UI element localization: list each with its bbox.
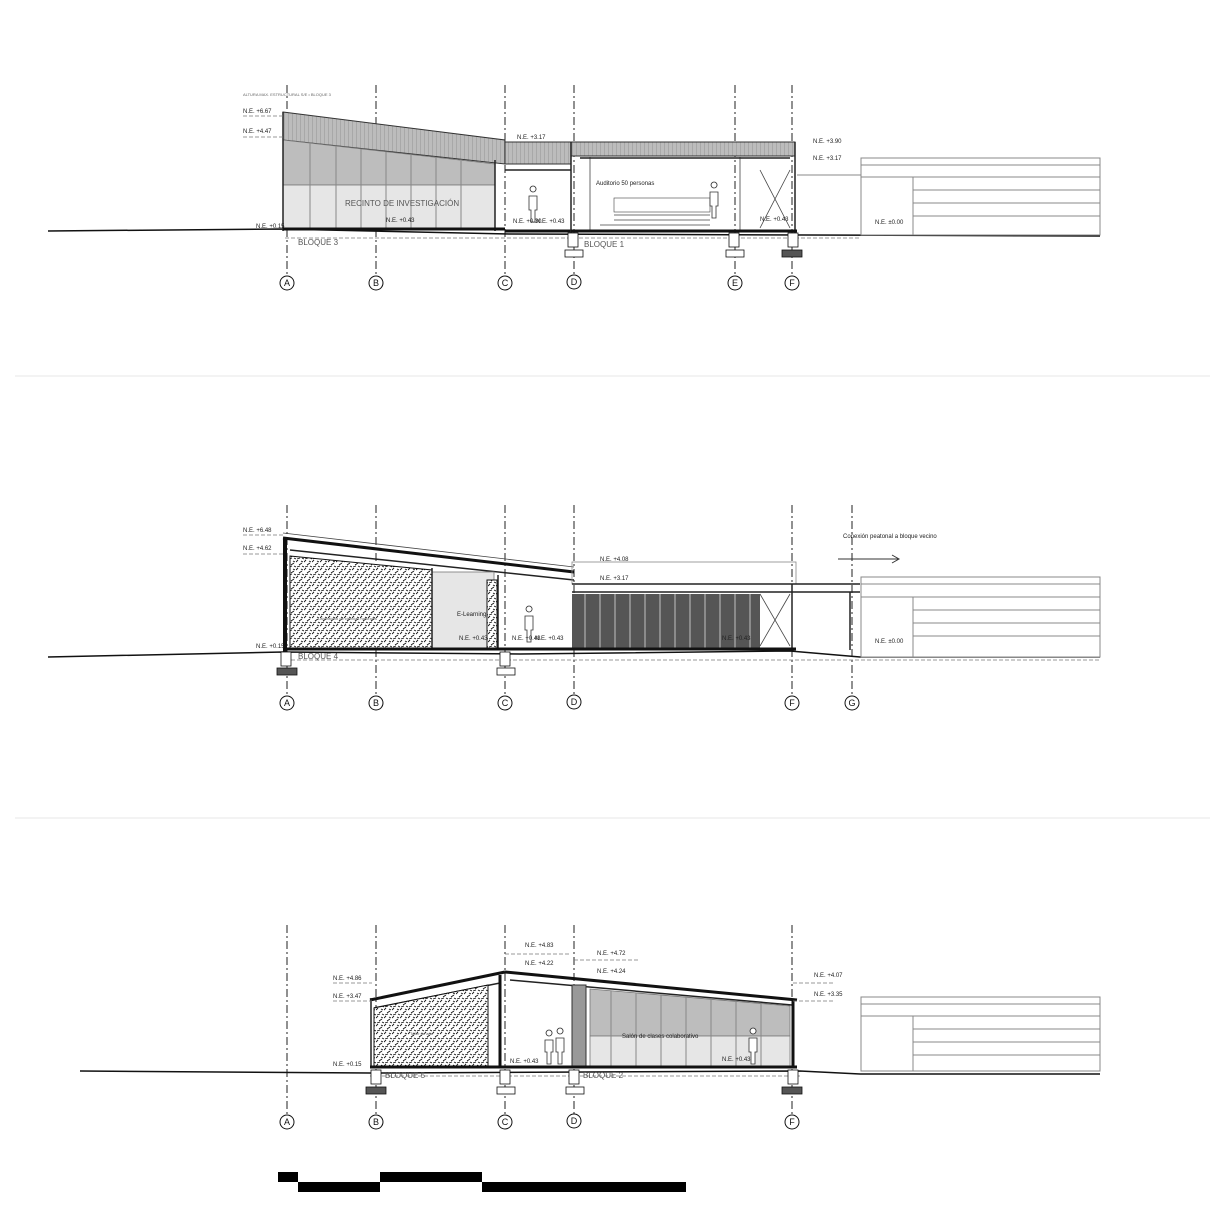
svg-text:N.E. +4.24: N.E. +4.24 bbox=[597, 969, 626, 975]
ground-line bbox=[47, 228, 1101, 237]
svg-text:ALTURA MAX. ESTRUCTURAL S/E •: ALTURA MAX. ESTRUCTURAL S/E • BLOQUE 3 bbox=[243, 92, 332, 97]
svg-text:BLOQUE 5: BLOQUE 5 bbox=[385, 1071, 426, 1080]
svg-text:Taller de arte: Taller de arte bbox=[410, 1031, 434, 1036]
svg-text:N.E. +3.17: N.E. +3.17 bbox=[600, 576, 629, 582]
level-marks: N.E. +6.48 N.E. +4.62 N.E. +0.15 N.E. +0… bbox=[243, 528, 904, 650]
svg-text:N.E. +4.72: N.E. +4.72 bbox=[597, 951, 626, 957]
svg-text:N.E. +4.83: N.E. +4.83 bbox=[525, 943, 554, 949]
svg-text:N.E. +0.43: N.E. +0.43 bbox=[722, 636, 751, 642]
svg-text:N.E. +0.30: N.E. +0.30 bbox=[513, 219, 542, 225]
svg-text:A: A bbox=[284, 278, 290, 288]
svg-text:N.E. +0.43: N.E. +0.43 bbox=[535, 636, 564, 642]
section-2: Laboratorio de ciencias naturales E-Lear… bbox=[47, 505, 1101, 711]
svg-text:B: B bbox=[373, 698, 379, 708]
stone-wall bbox=[289, 555, 433, 649]
person-figure bbox=[709, 181, 719, 219]
svg-text:Conexión peatonal a bloque vec: Conexión peatonal a bloque vecino bbox=[843, 534, 937, 540]
svg-text:B: B bbox=[373, 278, 379, 288]
svg-text:N.E. ±0.00: N.E. ±0.00 bbox=[875, 220, 904, 226]
level-marks: N.E. +4.86 N.E. +3.47 N.E. +0.15 N.E. +0… bbox=[333, 943, 843, 1068]
svg-text:N.E. +4.22: N.E. +4.22 bbox=[525, 961, 554, 967]
svg-text:N.E. +4.86: N.E. +4.86 bbox=[333, 976, 362, 982]
svg-text:BLOQUE 4: BLOQUE 4 bbox=[298, 652, 339, 661]
person-figure bbox=[528, 185, 538, 223]
svg-text:N.E. +3.17: N.E. +3.17 bbox=[813, 156, 842, 162]
svg-text:N.E. +3.90: N.E. +3.90 bbox=[813, 139, 842, 145]
svg-text:N.E. ±0.00: N.E. ±0.00 bbox=[875, 639, 904, 645]
svg-text:Laboratorio de ciencias natura: Laboratorio de ciencias naturales bbox=[318, 616, 377, 621]
connector-roof bbox=[504, 141, 572, 165]
section-3: BLOQUE 5 Taller de arte Salón de clases … bbox=[79, 925, 1101, 1130]
svg-text:B: B bbox=[373, 1117, 379, 1127]
svg-text:C: C bbox=[502, 698, 509, 708]
svg-text:N.E. +6.67: N.E. +6.67 bbox=[243, 109, 272, 115]
axis-bubbles: A B C D F bbox=[279, 1113, 800, 1130]
svg-text:G: G bbox=[848, 698, 855, 708]
svg-text:BLOQUE 2: BLOQUE 2 bbox=[583, 1071, 624, 1080]
svg-text:N.E. +0.43: N.E. +0.43 bbox=[760, 217, 789, 223]
arrow-right-icon bbox=[838, 554, 901, 564]
svg-text:E-Learning: E-Learning bbox=[457, 612, 486, 618]
block-label: BLOQUE 1 bbox=[584, 240, 625, 249]
svg-text:Salón de clases colaborativo: Salón de clases colaborativo bbox=[622, 1034, 699, 1040]
svg-text:N.E. +0.15: N.E. +0.15 bbox=[256, 644, 285, 650]
auditorium-seats bbox=[600, 197, 711, 226]
svg-text:F: F bbox=[789, 1117, 795, 1127]
svg-text:N.E. +3.17: N.E. +3.17 bbox=[517, 135, 546, 141]
svg-text:E: E bbox=[732, 278, 738, 288]
svg-text:N.E. +4.62: N.E. +4.62 bbox=[243, 546, 272, 552]
svg-text:C: C bbox=[502, 1117, 509, 1127]
svg-text:N.E. +0.43: N.E. +0.43 bbox=[536, 219, 565, 225]
svg-text:A: A bbox=[284, 1117, 290, 1127]
roof-bloque-1 bbox=[570, 141, 796, 157]
svg-text:N.E. +0.15: N.E. +0.15 bbox=[256, 224, 285, 230]
svg-text:N.E. +0.43: N.E. +0.43 bbox=[386, 218, 415, 224]
axis-bubbles: A B C D E F bbox=[279, 274, 800, 291]
svg-text:F: F bbox=[789, 698, 795, 708]
svg-text:D: D bbox=[571, 277, 578, 287]
lower-glazing bbox=[282, 184, 496, 230]
svg-text:N.E. +4.07: N.E. +4.07 bbox=[814, 973, 843, 979]
svg-text:N.E. +4.47: N.E. +4.47 bbox=[243, 129, 272, 135]
room-label: Auditorio 50 personas bbox=[596, 181, 654, 187]
scale-bar bbox=[278, 1172, 686, 1192]
svg-text:N.E. +6.48: N.E. +6.48 bbox=[243, 528, 272, 534]
neighbour-building bbox=[860, 157, 1101, 236]
louvered-facade bbox=[572, 594, 760, 648]
svg-text:N.E. +0.43: N.E. +0.43 bbox=[512, 636, 541, 642]
svg-text:N.E. +0.15: N.E. +0.15 bbox=[333, 1062, 362, 1068]
svg-text:D: D bbox=[571, 1116, 578, 1126]
svg-text:F: F bbox=[789, 278, 795, 288]
svg-text:A: A bbox=[284, 698, 290, 708]
level-marks: N.E. +6.67 N.E. +4.47 ALTURA MAX. ESTRUC… bbox=[243, 92, 904, 230]
svg-text:N.E. +3.35: N.E. +3.35 bbox=[814, 992, 843, 998]
axis-bubbles: A B C D F G bbox=[279, 694, 860, 711]
svg-text:N.E. +4.08: N.E. +4.08 bbox=[600, 557, 629, 563]
svg-text:N.E. +0.43: N.E. +0.43 bbox=[459, 636, 488, 642]
room-label: RECINTO DE INVESTIGACIÓN bbox=[345, 199, 459, 208]
svg-text:D: D bbox=[571, 697, 578, 707]
svg-text:N.E. +0.43: N.E. +0.43 bbox=[510, 1059, 539, 1065]
section-1: RECINTO DE INVESTIGACIÓN BLOQUE 3 Audito… bbox=[47, 85, 1101, 291]
svg-text:N.E. +0.43: N.E. +0.43 bbox=[722, 1057, 751, 1063]
svg-text:N.E. +3.47: N.E. +3.47 bbox=[333, 994, 362, 1000]
svg-text:C: C bbox=[502, 278, 509, 288]
block-label: BLOQUE 3 bbox=[298, 238, 339, 247]
